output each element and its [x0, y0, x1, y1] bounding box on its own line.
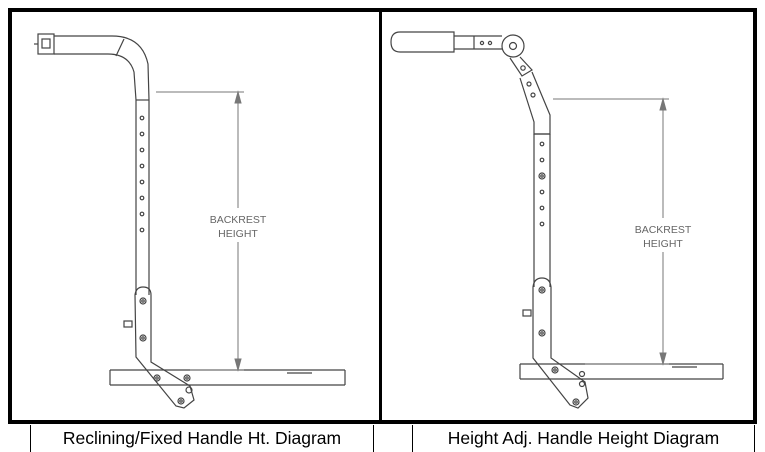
backrest-height-dimension — [156, 90, 244, 372]
dimension-label-line2: HEIGHT — [643, 238, 683, 250]
height-adj-handle-drawing: BACKREST HEIGHT — [390, 31, 724, 409]
reclining-diagram-caption: Reclining/Fixed Handle Ht. Diagram — [30, 425, 374, 452]
dimension-label-line1: BACKREST — [210, 214, 267, 226]
handle-grip-icon — [390, 31, 502, 53]
dimension-label-line1: BACKREST — [635, 224, 692, 236]
seat-rail — [519, 363, 724, 380]
seat-rail — [109, 369, 346, 386]
reclining-fixed-handle-diagram-panel: BACKREST HEIGHT — [8, 8, 381, 424]
upper-tube — [519, 71, 551, 135]
handle-grip-icon — [34, 33, 55, 55]
adjustment-holes — [538, 141, 546, 227]
backrest-tube — [54, 35, 150, 295]
dimension-label-line2: HEIGHT — [218, 228, 258, 240]
backrest-height-dimension — [553, 97, 669, 366]
lower-bracket — [532, 277, 589, 409]
reclining-handle-drawing: BACKREST HEIGHT — [34, 33, 346, 409]
adjustment-holes — [139, 115, 145, 233]
height-adj-diagram-caption: Height Adj. Handle Height Diagram — [412, 425, 755, 452]
height-adj-handle-diagram-panel: BACKREST HEIGHT — [379, 8, 757, 424]
lower-bracket — [134, 286, 195, 409]
